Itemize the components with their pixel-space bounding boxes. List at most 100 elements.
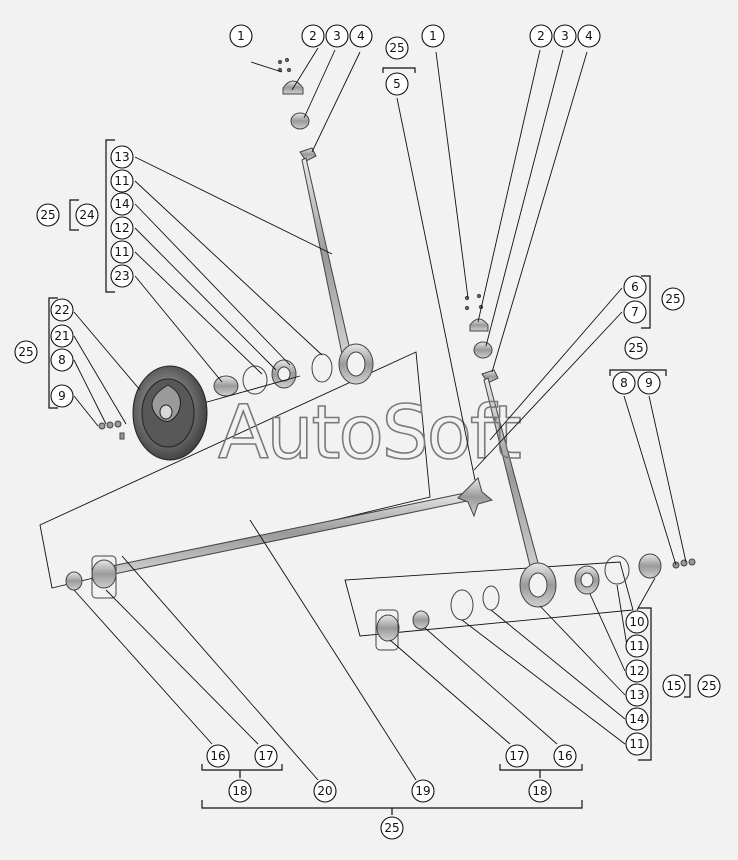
leader-line [73,395,99,427]
left-flange-bearing [91,559,117,589]
callout-number: 14 [114,197,129,211]
callout-21: 21 [50,324,74,348]
callout-17: 17 [505,744,529,768]
callout-25: 25 [624,336,648,360]
callout-circle [228,779,252,803]
leader-line [73,589,213,745]
leader-line [636,577,656,611]
leader-line [473,311,623,471]
right-connecting-rod [481,369,557,608]
callout-number: 5 [393,77,401,91]
callout-circle [110,216,134,240]
callout-circle [625,659,649,683]
leader-line [291,47,319,91]
leader-line [73,335,127,425]
callout-circle [110,145,134,169]
callout-number: 13 [629,688,644,702]
upper-frame [39,351,431,589]
callout-11: 11 [625,732,649,756]
leader-line [539,605,626,696]
callout-2: 2 [529,24,553,48]
lower-frame [344,561,634,637]
callout-circle [697,674,721,698]
callout-6: 6 [623,275,647,299]
callout-number: 16 [210,749,225,763]
callout-number: 17 [258,749,273,763]
callout-7: 7 [623,300,647,324]
callout-number: 1 [237,29,245,43]
callout-22: 22 [50,298,74,322]
callout-number: 20 [317,784,332,798]
callout-circle [50,324,74,348]
callout-circle [625,707,649,731]
callout-circle [662,674,686,698]
callout-11: 11 [110,240,134,264]
callout-25: 25 [14,340,38,364]
callout-8: 8 [50,348,74,372]
callout-circle [50,384,74,408]
callout-number: 16 [557,749,572,763]
callout-number: 11 [629,639,644,653]
main-shaft [111,477,494,575]
leader-line [461,619,626,745]
callout-number: 7 [631,305,639,319]
callout-4: 4 [349,24,373,48]
callout-circle [577,24,601,48]
callout-number: 11 [114,245,129,259]
callout-number: 15 [666,679,681,693]
upper-hub [213,375,239,397]
callout-circle [625,634,649,658]
callout-circle [385,72,409,96]
leader-line [311,51,361,153]
leader-line [490,609,626,720]
leader-line [491,51,588,373]
callout-number: 25 [665,292,680,306]
callout-8: 8 [612,371,636,395]
leader-line [477,49,541,323]
leader-line [134,180,323,356]
callout-number: 2 [537,29,545,43]
callout-11: 11 [110,169,134,193]
callout-circle [50,348,74,372]
callout-number: 11 [114,174,129,188]
callout-24: 24 [75,203,99,227]
leader-line [134,251,263,375]
callout-circle [411,779,435,803]
callout-19: 19 [411,779,435,803]
callout-circle [206,744,230,768]
callout-circle [637,371,661,395]
parts [65,57,696,651]
callout-25: 25 [36,203,60,227]
callout-18: 18 [228,779,252,803]
callout-circle [325,24,349,48]
callout-12: 12 [625,659,649,683]
callout-number: 2 [309,29,317,43]
upper-circlip [242,365,268,395]
pulley [132,365,208,461]
callout-16: 16 [553,744,577,768]
callout-5: 5 [385,72,409,96]
callout-3: 3 [553,24,577,48]
callout-circle [110,264,134,288]
callout-9: 9 [50,384,74,408]
leader-line [623,395,677,566]
callout-25: 25 [380,816,404,840]
callout-number: 1 [429,29,437,43]
shaft-star-coupling [457,477,494,518]
callout-1: 1 [421,24,445,48]
callout-25: 25 [385,36,409,60]
callout-circle [624,336,648,360]
callout-15: 15 [662,674,686,698]
callout-circle [612,371,636,395]
leader-line [489,287,623,441]
callout-circle [380,816,404,840]
callout-number: 25 [701,679,716,693]
leader-line [73,311,141,391]
callout-number: 9 [58,389,66,403]
brackets [48,67,691,815]
watermark: AutoSoft [218,390,521,476]
callout-number: 12 [629,664,644,678]
callout-number: 25 [628,341,643,355]
right-flange-bearing [376,614,400,642]
